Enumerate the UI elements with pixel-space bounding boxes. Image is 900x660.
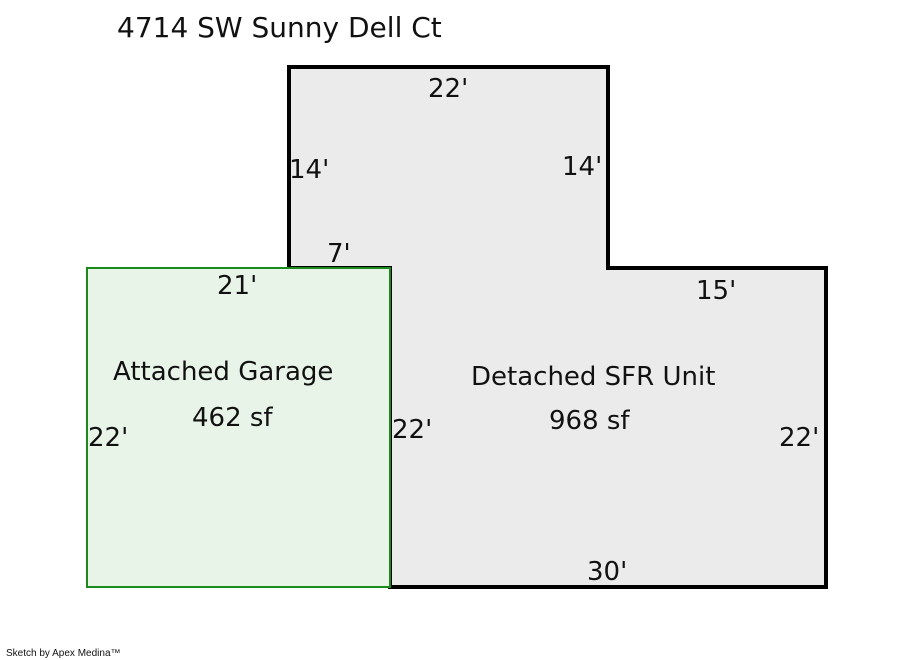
garage-area-label: 462 sf <box>192 403 273 433</box>
dim-sfr-top: 22' <box>428 74 468 104</box>
dim-sfr-bottom: 30' <box>587 557 627 587</box>
sfr-name-label: Detached SFR Unit <box>471 362 715 392</box>
dim-sfr-upper-right: 14' <box>562 152 602 182</box>
dim-garage-left: 22' <box>88 423 128 453</box>
attached-garage-outline <box>86 267 391 588</box>
sketch-credit: Sketch by Apex Medina™ <box>6 648 121 659</box>
property-address-title: 4714 SW Sunny Dell Ct <box>117 11 442 44</box>
dim-sfr-right: 22' <box>779 423 819 453</box>
dim-sfr-left: 22' <box>392 415 432 445</box>
dim-sfr-step: 7' <box>327 239 351 269</box>
sfr-area-label: 968 sf <box>549 406 630 436</box>
dim-sfr-upper-left: 14' <box>289 155 329 185</box>
garage-name-label: Attached Garage <box>113 357 333 387</box>
dim-sfr-right-top: 15' <box>696 276 736 306</box>
dim-garage-top: 21' <box>217 271 257 301</box>
